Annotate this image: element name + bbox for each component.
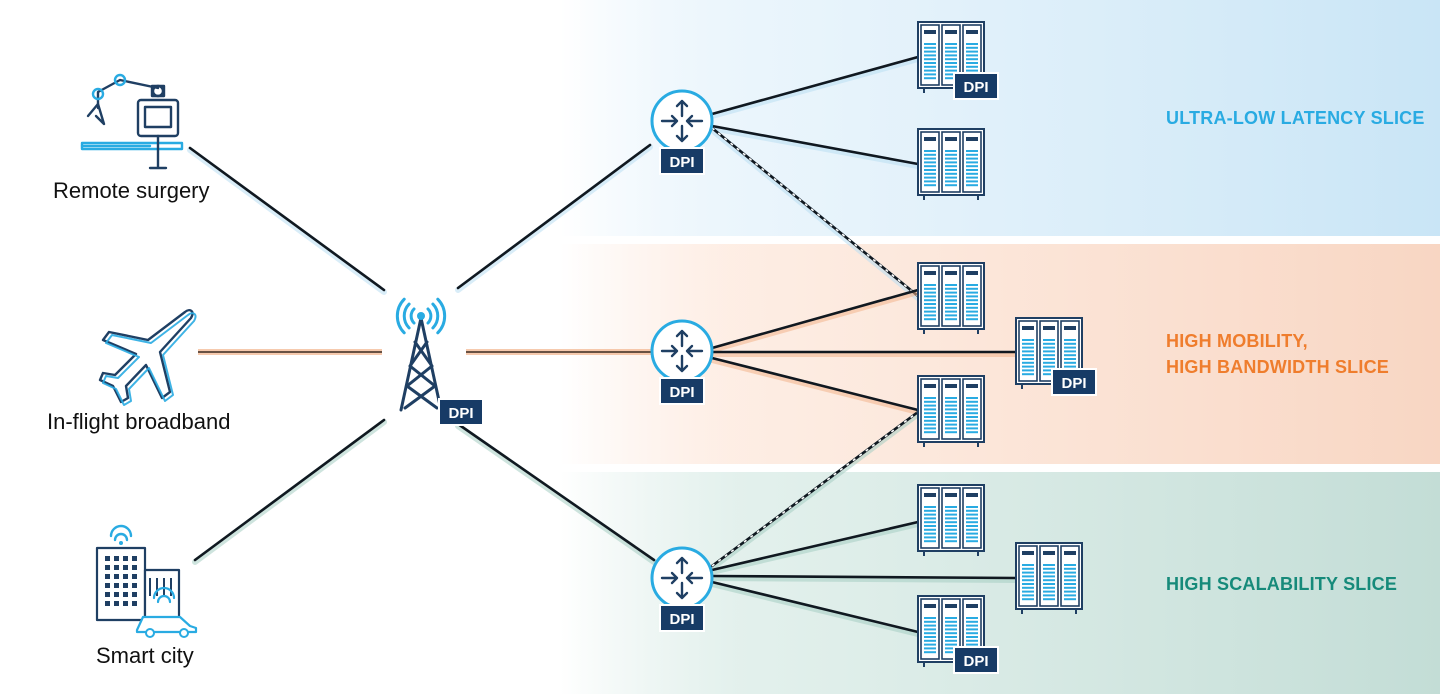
dpi-badge: DPI bbox=[953, 646, 999, 674]
link-r1-server1 bbox=[709, 55, 921, 119]
server-rack-icon-6 bbox=[917, 484, 985, 556]
dpi-badge: DPI bbox=[659, 604, 705, 632]
slice-label-line: ULTRA-LOW LATENCY SLICE bbox=[1166, 108, 1425, 128]
server-rack-icon-1: DPI bbox=[917, 21, 999, 100]
dpi-badge: DPI bbox=[953, 72, 999, 100]
link-r2-server5 bbox=[709, 356, 921, 415]
airplane-icon bbox=[98, 309, 197, 406]
link-r3-server6 bbox=[709, 520, 921, 575]
use-case-label-smart-city: Smart city bbox=[96, 643, 194, 668]
link-surgery-to-tower bbox=[187, 146, 387, 295]
slice-label-high-mobility: HIGH MOBILITY, HIGH BANDWIDTH SLICE bbox=[1166, 328, 1389, 380]
router-icon-latency: DPI bbox=[650, 89, 714, 175]
robotic-arm-icon bbox=[80, 73, 184, 170]
link-r2-server4 bbox=[709, 350, 1019, 357]
dpi-label: DPI bbox=[669, 154, 694, 171]
dpi-label: DPI bbox=[669, 384, 694, 401]
slice-label-line: HIGH BANDWIDTH SLICE bbox=[1166, 357, 1389, 377]
smart-city-icon bbox=[95, 524, 198, 638]
link-tower-to-router-scalability bbox=[455, 422, 657, 565]
link-r3-server7 bbox=[709, 574, 1019, 583]
link-smartcity-to-tower bbox=[192, 418, 387, 565]
dpi-label: DPI bbox=[963, 79, 988, 96]
link-r3-server8 bbox=[709, 580, 921, 637]
dpi-label: DPI bbox=[1061, 375, 1086, 392]
link-r3-server5 bbox=[709, 410, 921, 571]
link-tower-to-router-latency bbox=[455, 143, 653, 293]
router-icon-scalability: DPI bbox=[650, 546, 714, 632]
server-rack-icon-3 bbox=[917, 262, 985, 334]
slice-label-high-scalability: HIGH SCALABILITY SLICE bbox=[1166, 571, 1397, 597]
dpi-badge: DPI bbox=[659, 147, 705, 175]
dpi-label: DPI bbox=[963, 653, 988, 670]
server-rack-icon-2 bbox=[917, 128, 985, 200]
server-rack-icon-4: DPI bbox=[1015, 317, 1097, 396]
link-r1-server3 bbox=[709, 126, 921, 301]
router-icon-mobility: DPI bbox=[650, 319, 714, 405]
dpi-badge: DPI bbox=[659, 377, 705, 405]
slice-label-line: HIGH MOBILITY, bbox=[1166, 331, 1308, 351]
dpi-label: DPI bbox=[669, 611, 694, 628]
use-case-label-in-flight-broadband: In-flight broadband bbox=[47, 409, 231, 434]
dpi-label: DPI bbox=[448, 405, 473, 422]
slice-label-line: HIGH SCALABILITY SLICE bbox=[1166, 574, 1398, 594]
slice-label-ultra-low-latency: ULTRA-LOW LATENCY SLICE bbox=[1166, 105, 1425, 131]
server-rack-icon-8: DPI bbox=[917, 595, 999, 674]
server-rack-icon-5 bbox=[917, 375, 985, 447]
cell-tower-icon: DPI bbox=[395, 297, 484, 426]
dpi-badge: DPI bbox=[1051, 368, 1097, 396]
link-r1-server2 bbox=[709, 124, 921, 169]
link-r2-server3 bbox=[709, 288, 921, 353]
server-rack-icon-7 bbox=[1015, 542, 1083, 614]
dpi-badge: DPI bbox=[438, 398, 484, 426]
use-case-label-remote-surgery: Remote surgery bbox=[53, 178, 210, 203]
